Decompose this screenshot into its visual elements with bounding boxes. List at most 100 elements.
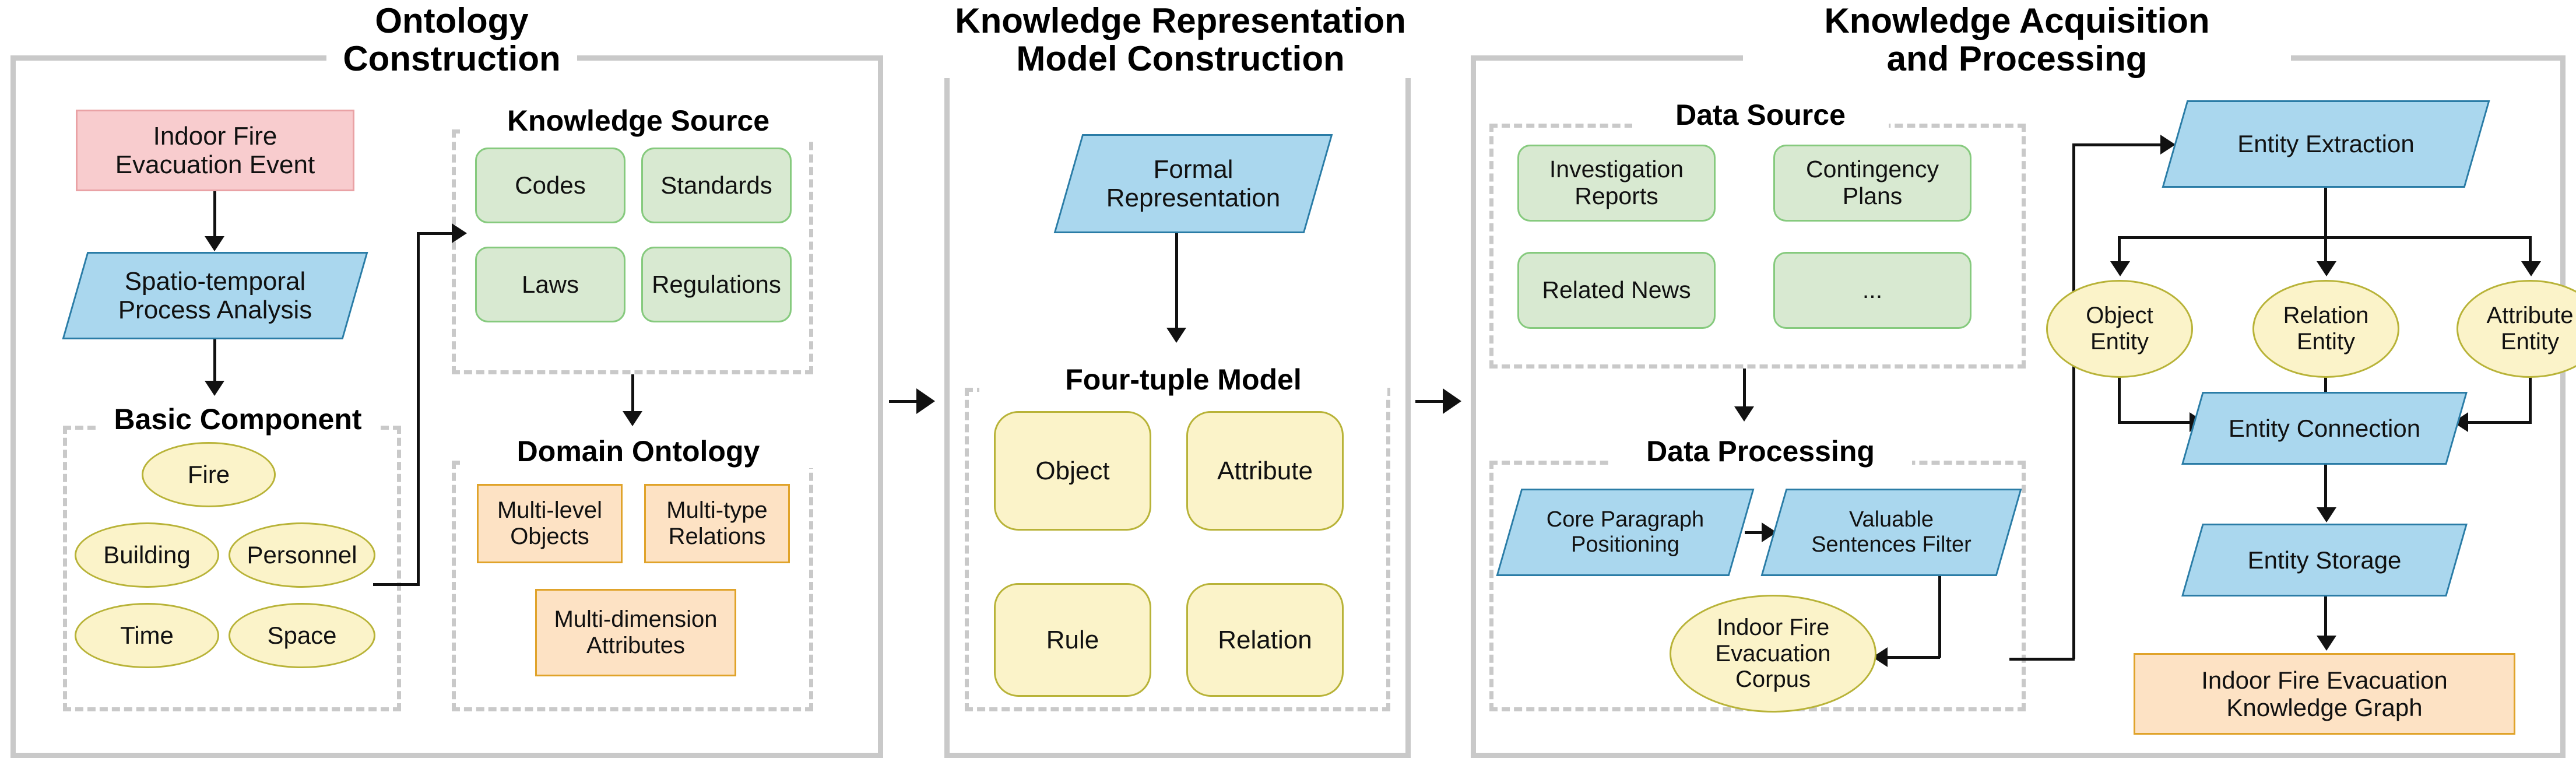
panel-krm-title-line2: Model Construction	[1016, 38, 1345, 78]
node-object-entity[interactable]: Object Entity	[2046, 280, 2193, 378]
arrow-storage-to-kg-head	[2317, 636, 2336, 651]
group-knowledge-source-title: Knowledge Source	[461, 104, 816, 138]
arrow-storage-to-kg-line	[2324, 596, 2327, 638]
arrow-formal-to-fourtuple-line	[1175, 233, 1178, 331]
process-label-line1: Spatio-temporal	[124, 266, 306, 296]
arrow-ks-to-do-head	[623, 411, 642, 426]
node-fourtuple-attribute[interactable]: Attribute	[1186, 411, 1344, 531]
arrow-event-to-process-head	[205, 236, 224, 251]
node-fourtuple-object[interactable]: Object	[994, 411, 1151, 531]
node-indoor-fire-evacuation-event[interactable]: Indoor Fire Evacuation Event	[76, 110, 354, 191]
kg-line2: Knowledge Graph	[2226, 694, 2423, 721]
node-entity-connection[interactable]: Entity Connection	[2181, 392, 2468, 465]
arrow-process-to-basic-head	[205, 381, 224, 396]
do-0-line2: Objects	[510, 524, 589, 549]
arrow-process-to-basic-line	[213, 339, 216, 385]
event-label-line1: Indoor Fire	[153, 121, 277, 150]
ds-1-line1: Contingency	[1806, 156, 1939, 183]
arrow-connection-to-storage-head	[2317, 507, 2336, 522]
group-data-source-title: Data Source	[1632, 98, 1889, 132]
panel-ontology-title-line1: Ontology	[375, 1, 529, 40]
node-spatio-temporal-process-analysis[interactable]: Spatio-temporal Process Analysis	[62, 252, 368, 339]
node-basic-fire[interactable]: Fire	[142, 442, 276, 507]
arrow-basic-to-ks-seg1	[373, 583, 420, 586]
node-basic-personnel[interactable]: Personnel	[229, 522, 375, 588]
valuable-line1: Valuable	[1848, 507, 1934, 532]
entity-2-line2: Entity	[2500, 329, 2560, 355]
node-ds-related-news[interactable]: Related News	[1517, 252, 1716, 329]
node-ks-codes[interactable]: Codes	[475, 148, 625, 223]
attr-entity-down	[2529, 376, 2532, 423]
fanout-mid-head	[2317, 261, 2336, 276]
node-ds-investigation-reports[interactable]: Investigation Reports	[1517, 145, 1716, 222]
node-ds-contingency-plans[interactable]: Contingency Plans	[1773, 145, 1971, 222]
corpus-line2: Evacuation	[1715, 640, 1831, 666]
entity-2-line1: Attribute	[2486, 303, 2574, 329]
node-do-multi-type-relations[interactable]: Multi-type Relations	[644, 484, 790, 563]
node-relation-entity[interactable]: Relation Entity	[2252, 280, 2399, 378]
panel-ontology-title-line2: Construction	[343, 38, 561, 78]
node-basic-building[interactable]: Building	[75, 522, 219, 588]
arrow-basic-to-ks-seg3	[417, 232, 455, 235]
node-ks-laws[interactable]: Laws	[475, 247, 625, 322]
arrow-basic-to-ks-head	[452, 223, 467, 243]
ds-1-line2: Plans	[1842, 183, 1903, 209]
formal-label-line2: Representation	[1106, 184, 1281, 212]
node-indoor-fire-evacuation-corpus[interactable]: Indoor Fire Evacuation Corpus	[1670, 595, 1876, 713]
arrow-core-to-valuable-line	[1745, 531, 1767, 534]
group-domain-ontology-title: Domain Ontology	[461, 434, 816, 468]
node-ks-standards[interactable]: Standards	[641, 148, 792, 223]
attr-entity-left	[2465, 421, 2532, 424]
do-1-line2: Relations	[668, 524, 766, 549]
core-paragraph-line1: Core Paragraph	[1546, 507, 1705, 532]
node-fourtuple-rule[interactable]: Rule	[994, 583, 1151, 697]
entity-extraction-label: Entity Extraction	[2237, 130, 2415, 158]
node-entity-extraction[interactable]: Entity Extraction	[2162, 100, 2490, 188]
node-valuable-sentences-filter[interactable]: Valuable Sentences Filter	[1760, 489, 2022, 576]
fanout-left-drop	[2118, 236, 2121, 264]
formal-label-line1: Formal	[1153, 155, 1233, 184]
panel-kap-title-line2: and Processing	[1886, 38, 2148, 78]
core-paragraph-line2: Positioning	[1571, 532, 1679, 557]
panel-krm-title: Knowledge Representation Model Construct…	[909, 2, 1452, 78]
entity-1-line1: Relation	[2283, 303, 2369, 329]
node-entity-storage[interactable]: Entity Storage	[2181, 524, 2468, 596]
rel-entity-down	[2324, 376, 2327, 405]
node-core-paragraph-positioning[interactable]: Core Paragraph Positioning	[1496, 489, 1755, 576]
panel-ontology-title: Ontology Construction	[326, 2, 577, 78]
arrow-formal-to-fourtuple-head	[1166, 328, 1186, 343]
group-data-processing-title: Data Processing	[1609, 434, 1912, 468]
panel-kap-title: Knowledge Acquisition and Processing	[1743, 2, 2291, 78]
obj-entity-right	[2118, 421, 2194, 424]
node-ds-ellipsis[interactable]: ...	[1773, 252, 1971, 329]
group-four-tuple-title: Four-tuple Model	[979, 363, 1387, 396]
node-formal-representation[interactable]: Formal Representation	[1053, 134, 1333, 233]
entity-1-line2: Entity	[2296, 329, 2356, 355]
arrow-dp-to-ee-seg2	[2072, 145, 2075, 659]
arrow-valuable-to-corpus-seg1	[1938, 576, 1941, 658]
node-basic-space[interactable]: Space	[229, 603, 375, 668]
ds-0-line2: Reports	[1575, 183, 1658, 209]
do-0-line1: Multi-level	[497, 497, 603, 524]
fanout-mid-drop	[2324, 236, 2327, 264]
node-ks-regulations[interactable]: Regulations	[641, 247, 792, 322]
node-do-multi-level-objects[interactable]: Multi-level Objects	[477, 484, 623, 563]
ds-0-line1: Investigation	[1549, 156, 1684, 183]
connector-p2-p3-head	[1443, 388, 1461, 414]
node-do-multi-dimension-attributes[interactable]: Multi-dimension Attributes	[535, 589, 736, 676]
connector-p1-p2-line	[889, 400, 922, 403]
arrow-event-to-process-line	[213, 191, 216, 239]
entity-storage-label: Entity Storage	[2247, 546, 2402, 574]
node-basic-time[interactable]: Time	[75, 603, 219, 668]
process-label-line2: Process Analysis	[118, 296, 312, 324]
event-label-line2: Evacuation Event	[115, 150, 315, 179]
node-attribute-entity[interactable]: Attribute Entity	[2456, 280, 2576, 378]
node-fourtuple-relation[interactable]: Relation	[1186, 583, 1344, 697]
fanout-right-head	[2521, 261, 2541, 276]
arrow-dp-to-ee-seg1	[2009, 658, 2075, 661]
node-indoor-fire-evacuation-knowledge-graph[interactable]: Indoor Fire Evacuation Knowledge Graph	[2134, 653, 2515, 735]
panel-krm-title-line1: Knowledge Representation	[955, 1, 1406, 40]
arrow-ds-to-dp-head	[1734, 406, 1754, 422]
arrow-ks-to-do-line	[631, 374, 634, 415]
